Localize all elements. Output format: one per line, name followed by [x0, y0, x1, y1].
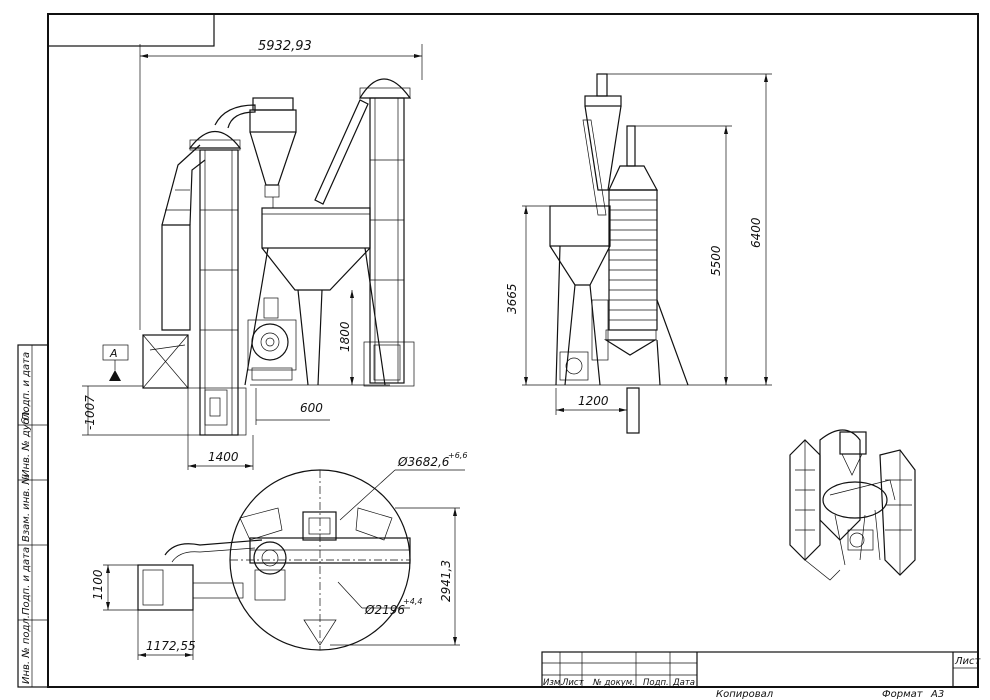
dim-side-base: 1200 — [578, 394, 609, 408]
margin-label-3: Взам. инв. № — [21, 474, 32, 542]
col-date: Дата — [672, 678, 695, 688]
dim-front-height: 1800 — [338, 321, 352, 352]
margin-label-2: Инв. № дубл. — [20, 409, 32, 477]
dim-plan-diam-outer-tol: +6,6 — [448, 451, 467, 460]
copied-label: Копировал — [716, 689, 774, 700]
format-label: Формат — [882, 689, 924, 700]
margin-label-1: Подп. и дата — [21, 352, 32, 420]
side-view: 3665 5500 6400 1200 — [505, 73, 772, 434]
margin-label-4: Подп. и дата — [21, 547, 32, 615]
top-left-box — [47, 13, 215, 47]
dim-front-offset: 600 — [300, 401, 323, 415]
col-signature: Подп. — [643, 678, 669, 688]
dim-plan-left-w: 1172,55 — [146, 639, 196, 653]
dim-side-h3: 6400 — [749, 217, 763, 248]
view-marker-box — [102, 344, 129, 361]
view-marker: А — [109, 347, 118, 360]
view-arrow-icon — [109, 370, 121, 381]
dim-plan-left-h: 1100 — [91, 569, 105, 600]
dim-plan-depth: 2941,3 — [439, 560, 453, 602]
isometric-view — [789, 429, 916, 581]
title-block: Лист Изм. Лист № докум. Подп. Дата — [541, 651, 982, 688]
dim-plan-diam-inner: Ø2196 — [364, 603, 405, 617]
sheet-label: Лист — [954, 656, 982, 667]
margin-label-5: Инв. № подл. — [21, 615, 32, 684]
side-margin: Подп. и дата Инв. № дубл. Взам. инв. № П… — [17, 344, 49, 688]
col-doc-number: № докум. — [592, 678, 635, 688]
dim-side-h2: 5500 — [709, 245, 723, 276]
dim-side-h1: 3665 — [505, 283, 519, 314]
col-change: Изм. — [543, 678, 563, 688]
dim-front-base: 1400 — [208, 450, 239, 464]
dim-front-level: -1007 — [83, 395, 97, 430]
format-value: А3 — [930, 689, 944, 700]
dim-plan-diam-outer: Ø3682,6 — [397, 455, 450, 469]
front-view: 5932,93 — [82, 39, 423, 470]
col-sheet: Лист — [561, 678, 585, 688]
dim-plan-diam-inner-tol: +4,4 — [403, 597, 422, 606]
plan-view: Ø3682,6 +6,6 Ø2196 +4,4 2941,3 1100 1172… — [91, 451, 467, 660]
dim-front-width: 5932,93 — [258, 39, 312, 54]
